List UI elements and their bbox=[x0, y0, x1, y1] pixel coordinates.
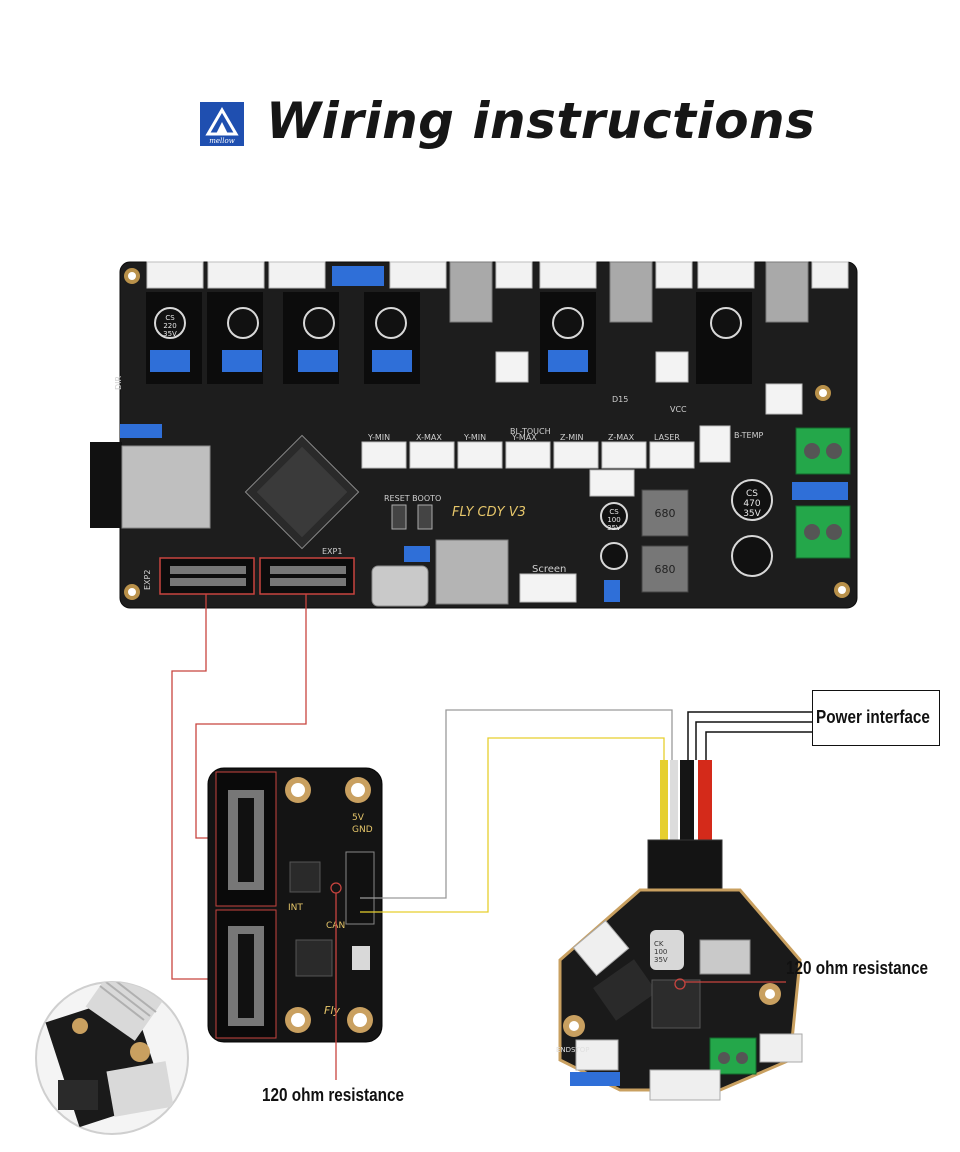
page-title: Wiring instructions bbox=[266, 92, 816, 150]
adapter-label-5v: 5V bbox=[352, 813, 365, 823]
label-z-max: Z-MAX bbox=[608, 433, 635, 442]
tool-label-ck: CK bbox=[654, 940, 664, 948]
label-laser: LASER bbox=[654, 433, 680, 442]
tool-board: ENDSTOP CK 100 35V bbox=[556, 760, 803, 1101]
exp-ribbon-lines bbox=[171, 594, 307, 980]
label-y-max: Y-MAX bbox=[511, 433, 537, 442]
stepper-drivers: CS 220 35V bbox=[146, 292, 752, 384]
tool-label-endstop: ENDSTOP bbox=[556, 1046, 590, 1054]
label-y-min-1: Y-MIN bbox=[367, 433, 390, 442]
cap-large-line3: 35V bbox=[743, 509, 761, 519]
cap-mid-line2: 100 bbox=[607, 516, 620, 524]
label-vcc: VCC bbox=[670, 405, 687, 414]
label-z-min: Z-MIN bbox=[560, 433, 583, 442]
adapter-label-int: INT bbox=[288, 903, 303, 913]
capacitor-small-group: CS 220 35V bbox=[154, 307, 742, 339]
inset-photo bbox=[35, 981, 189, 1135]
power-interface-box bbox=[812, 690, 940, 746]
cap-mid-line3: 35V bbox=[607, 524, 621, 532]
label-bl-touch: BL-TOUCH bbox=[510, 427, 551, 436]
power-callout-lines bbox=[687, 711, 812, 760]
exp1-header bbox=[259, 557, 355, 595]
board-model-label: FLY CDY V3 bbox=[452, 505, 526, 520]
mellow-logo-icon: mellow bbox=[200, 102, 244, 146]
label-b-temp: B-TEMP bbox=[734, 431, 763, 440]
resistance-callout-left: 120 ohm resistance bbox=[262, 1085, 405, 1105]
cap-mid-line1: CS bbox=[609, 508, 619, 516]
cap-large-line1: CS bbox=[746, 489, 758, 499]
tool-label-35v: 35V bbox=[654, 956, 668, 964]
adapter-label-gnd: GND bbox=[352, 825, 373, 835]
label-exp2: EXP2 bbox=[143, 570, 152, 590]
logo-text: mellow bbox=[209, 137, 234, 145]
adapter-board: 5V GND CAN INT Fly bbox=[207, 767, 383, 1080]
cap-label-line2: 220 bbox=[163, 322, 176, 330]
label-reset-boot: RESET BOOTO bbox=[384, 494, 441, 503]
cap-label-line3: 35V bbox=[163, 330, 177, 338]
label-x-max: X-MAX bbox=[416, 433, 442, 442]
main-board: CS 220 35V Y-MIN X-MAX Y-MIN bbox=[90, 261, 858, 609]
inductor-label-1: 680 bbox=[655, 507, 676, 520]
adapter-label-fly: Fly bbox=[324, 1004, 340, 1017]
mellow-logo: mellow bbox=[200, 102, 244, 146]
cap-label-line1: CS bbox=[165, 314, 175, 322]
label-dir: DIR bbox=[114, 375, 123, 390]
exp2-header bbox=[159, 557, 255, 595]
resistance-callout-right: 120 ohm resistance bbox=[786, 958, 929, 978]
inductor-label-2: 680 bbox=[655, 563, 676, 576]
tool-label-100: 100 bbox=[654, 948, 667, 956]
power-interface-label: Power interface bbox=[816, 707, 930, 727]
label-y-min-2: Y-MIN bbox=[463, 433, 486, 442]
label-exp1: EXP1 bbox=[322, 547, 342, 556]
label-d15: D15 bbox=[612, 395, 628, 404]
label-screen: Screen bbox=[532, 564, 566, 575]
cap-large-line2: 470 bbox=[743, 499, 760, 509]
can-wires bbox=[360, 709, 673, 913]
